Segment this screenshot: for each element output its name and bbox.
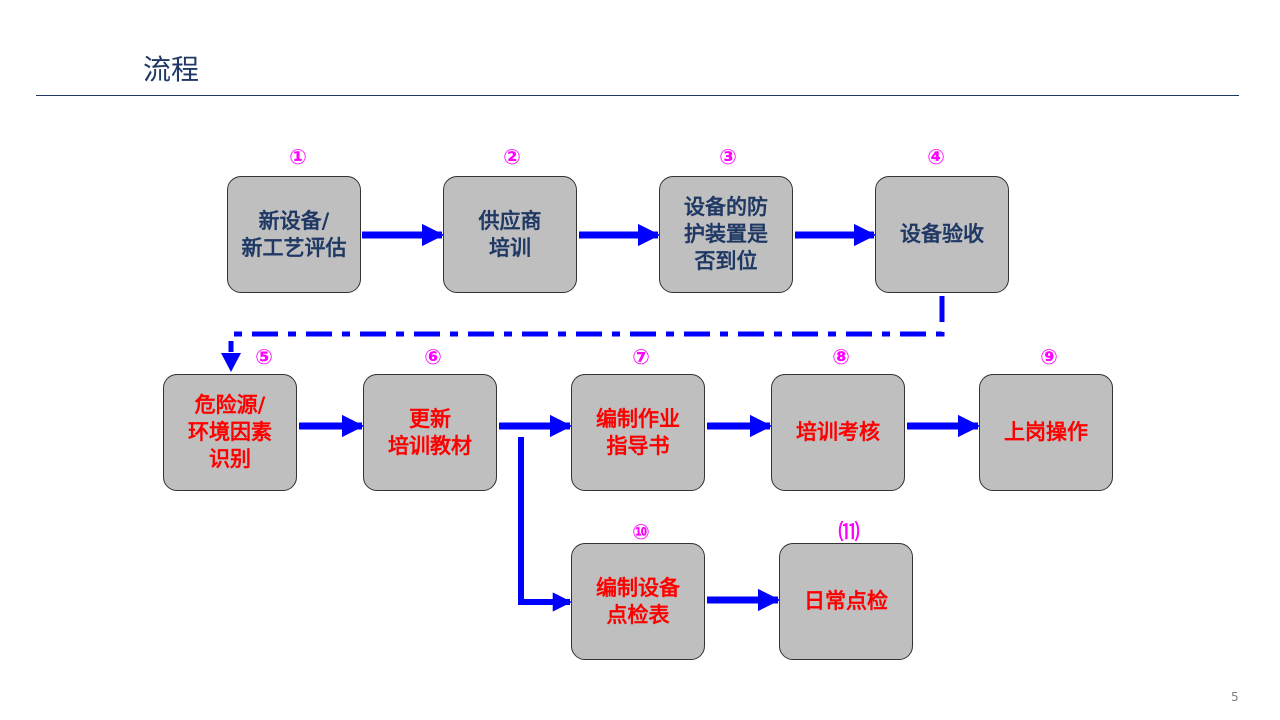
step-box-10: 编制设备 点检表 — [571, 543, 705, 660]
step-number-2: ② — [503, 145, 521, 169]
dashed-connector-4-5 — [228, 296, 945, 352]
step-box-8: 培训考核 — [771, 374, 905, 491]
title-divider — [36, 95, 1239, 96]
step-box-6: 更新 培训教材 — [363, 374, 497, 491]
step-number-5: ⑤ — [255, 345, 273, 369]
step-box-9: 上岗操作 — [979, 374, 1113, 491]
step-number-10: ⑩ — [632, 520, 650, 544]
step-number-1: ① — [289, 145, 307, 169]
dashed-arrowhead-5 — [221, 353, 241, 372]
page-title: 流程 — [143, 53, 200, 86]
arrow-6-10 — [518, 437, 572, 612]
step-box-2: 供应商 培训 — [443, 176, 577, 293]
step-box-11: 日常点检 — [779, 543, 913, 660]
step-box-5: 危险源/ 环境因素 识别 — [163, 374, 297, 491]
step-number-9: ⑨ — [1040, 345, 1058, 369]
step-number-6: ⑥ — [424, 345, 442, 369]
page-number: 5 — [1231, 690, 1239, 704]
step-box-4: 设备验收 — [875, 176, 1009, 293]
step-number-3: ③ — [719, 145, 737, 169]
step-number-4: ④ — [927, 145, 945, 169]
step-box-1: 新设备/ 新工艺评估 — [227, 176, 361, 293]
step-box-7: 编制作业 指导书 — [571, 374, 705, 491]
step-box-3: 设备的防 护装置是 否到位 — [659, 176, 793, 293]
step-number-11: ⑾ — [838, 520, 860, 544]
step-number-8: ⑧ — [832, 345, 850, 369]
step-number-7: ⑦ — [632, 345, 650, 369]
